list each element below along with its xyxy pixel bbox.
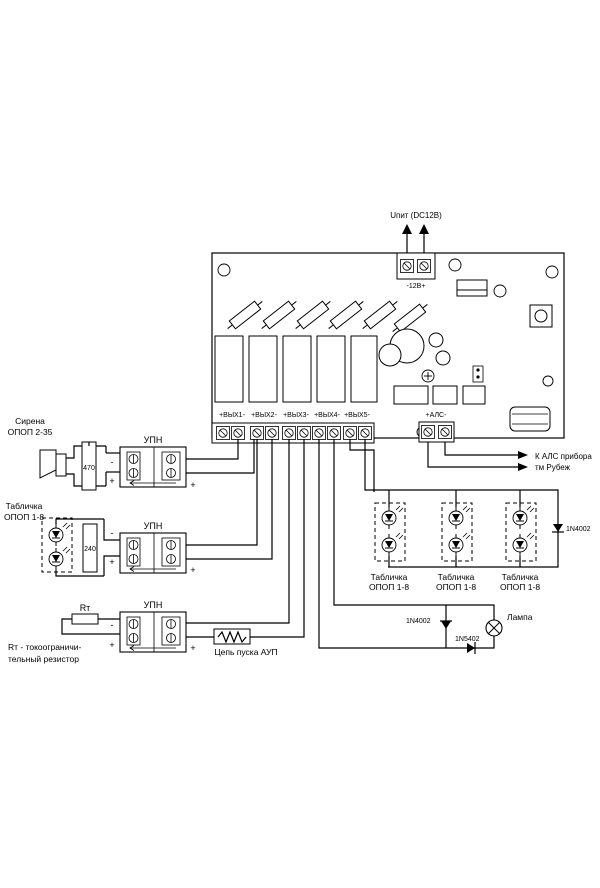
lamp-diode-parallel-label: 1N4002 xyxy=(406,618,431,625)
mount-hole-icon xyxy=(542,375,554,387)
lamp-diode-series-label: 1N5402 xyxy=(455,636,480,643)
output-label-3: +ВЫХ3- xyxy=(283,412,310,419)
sign-right-1 xyxy=(374,490,406,567)
sign-right-1-line1: Табличка xyxy=(371,572,408,582)
sign-left-resistor-value: 240 xyxy=(84,546,96,553)
output-label-4: +ВЫХ4- xyxy=(314,412,341,419)
upn-label-3: УПН xyxy=(144,600,163,610)
svg-text:+: + xyxy=(109,557,114,567)
svg-text:-: - xyxy=(111,457,114,467)
upn-block-2 xyxy=(119,532,187,574)
siren-label-line2: ОПОП 2-35 xyxy=(8,427,53,437)
svg-text:-: - xyxy=(111,620,114,630)
rt-note-line1: Rт - токоограничи- xyxy=(8,642,82,652)
control-board: -12B+ +ВЫХ1- +ВЫХ2- +ВЫХ3- +ВЫХ4- +ВЫХ5-… xyxy=(211,252,565,444)
sign-right-2-line1: Табличка xyxy=(438,572,475,582)
sign-left-circuit: Табличка ОПОП 1-8 240 - + УПН + xyxy=(4,439,273,577)
sign-left-label-line2: ОПОП 1-8 xyxy=(4,512,44,522)
led-icon xyxy=(512,532,535,557)
rt-symbol: Rт xyxy=(80,603,91,613)
siren-resistor-value: 470 xyxy=(83,465,95,472)
led-icon xyxy=(512,505,535,530)
arrow-right-icon xyxy=(518,463,528,471)
als-connector-label: +АЛС- xyxy=(426,412,448,419)
led-icon xyxy=(381,532,404,557)
arrow-right-icon xyxy=(518,451,528,459)
siren-circuit: Сирена ОПОП 2-35 470 - + УПН + xyxy=(8,416,255,491)
output-terminal-block xyxy=(211,422,375,444)
mount-hole-icon xyxy=(448,258,462,272)
led-icon xyxy=(381,505,404,530)
sign-right-3-line1: Табличка xyxy=(502,572,539,582)
power-connector-label: -12B+ xyxy=(407,283,426,290)
output-label-1: +ВЫХ1- xyxy=(219,412,246,419)
led-icon xyxy=(448,532,471,557)
lamp-circuit: 1N4002 1N5402 Лампа xyxy=(318,439,533,654)
als-lines: К АЛС прибора тм Рубеж xyxy=(427,442,592,472)
svg-text:+: + xyxy=(190,565,195,575)
aup-label: Цепь пуска АУП xyxy=(214,647,277,657)
lamp-label: Лампа xyxy=(507,612,533,622)
diode-parallel-label: 1N4002 xyxy=(566,526,591,533)
sign-right-1-line2: ОПОП 1-8 xyxy=(369,582,409,592)
diode-icon xyxy=(440,620,452,629)
relay-blocks xyxy=(214,335,378,403)
upn-block-3 xyxy=(119,611,187,653)
svg-text:+: + xyxy=(109,640,114,650)
signs-right-circuit: 1N4002 Табличка ОПОП 1-8 Табличка ОПОП 1… xyxy=(349,439,591,592)
siren-label-line1: Сирена xyxy=(15,416,45,426)
diode-icon xyxy=(552,524,564,533)
output-label-2: +ВЫХ2- xyxy=(251,412,278,419)
power-input: Uпит (DC12B) xyxy=(390,211,442,253)
upn-label-1: УПН xyxy=(144,435,163,445)
led-icon xyxy=(48,546,71,571)
als-label-line1: К АЛС прибора xyxy=(535,452,592,461)
rt-note-line2: тельный резистор xyxy=(8,654,79,664)
sign-right-3 xyxy=(505,490,537,567)
sign-left-label-line1: Табличка xyxy=(6,501,43,511)
arrow-up-icon xyxy=(402,224,412,234)
als-label-line2: тм Рубеж xyxy=(535,463,571,472)
diode-icon xyxy=(467,642,476,654)
led-icon xyxy=(48,522,71,547)
power-label: Uпит (DC12B) xyxy=(390,211,442,220)
output-label-5: +ВЫХ5- xyxy=(344,412,371,419)
led-icon xyxy=(448,505,471,530)
svg-text:-: - xyxy=(111,528,114,538)
svg-text:+: + xyxy=(190,643,195,653)
sign-right-2 xyxy=(441,490,473,567)
lamp-icon xyxy=(485,619,503,637)
svg-text:+: + xyxy=(109,476,114,486)
sign-right-2-line2: ОПОП 1-8 xyxy=(436,582,476,592)
sign-right-3-line2: ОПОП 1-8 xyxy=(500,582,540,592)
arrow-up-icon xyxy=(419,224,429,234)
rt-circuit: Rт - + УПН + Цепь пуска АУП Rт - токоогр… xyxy=(8,439,305,664)
mount-hole-icon xyxy=(545,265,559,279)
upn-block-1 xyxy=(119,446,187,488)
svg-text:+: + xyxy=(190,480,195,490)
mount-hole-icon xyxy=(217,263,231,277)
upn-label-2: УПН xyxy=(144,521,163,531)
speaker-icon xyxy=(39,449,67,479)
